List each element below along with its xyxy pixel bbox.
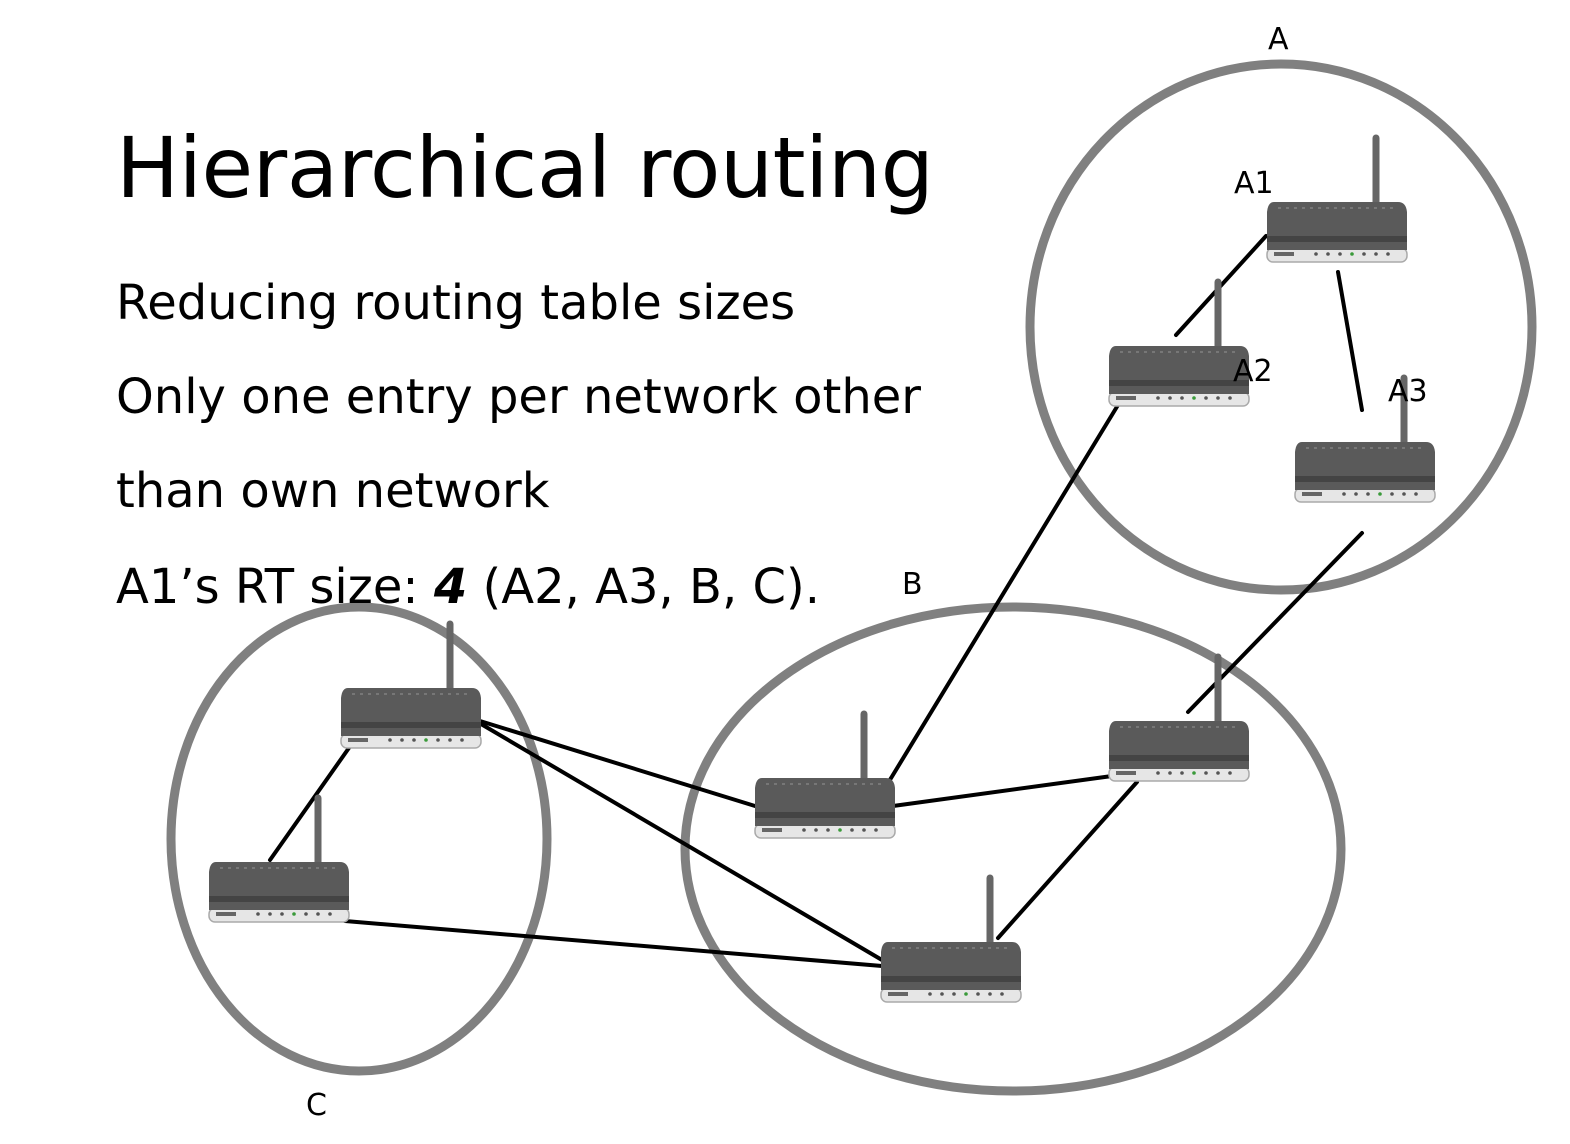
router-a1-label: A1 <box>1234 166 1274 201</box>
bullet-one-entry-per-network: Only one entry per network other <box>116 369 922 425</box>
router-a2 <box>1109 282 1249 406</box>
links <box>268 234 1364 968</box>
link-b1-b2 <box>891 774 1114 808</box>
router-b1 <box>755 714 895 838</box>
link-b2-b3 <box>996 780 1139 940</box>
link-c2-b3 <box>343 919 884 968</box>
network-a-label: A <box>1268 22 1289 57</box>
slide-title: Hierarchical routing <box>116 119 934 217</box>
link-a1-a3 <box>1336 270 1364 412</box>
bullet-a1-rt-size: A1’s RT size: 4 (A2, A3, B, C). <box>116 557 820 617</box>
bullet-own-network: than own network <box>116 463 550 519</box>
link-c1-b3 <box>479 722 884 962</box>
link-a3-b2 <box>1186 531 1364 714</box>
link-c1-b1 <box>478 719 757 808</box>
router-a2-label: A2 <box>1233 354 1273 389</box>
router-b2 <box>1109 657 1249 781</box>
router-c2 <box>209 798 349 922</box>
network-a-outline <box>1025 59 1537 595</box>
network-c-outline <box>166 602 552 1076</box>
router-a3-label: A3 <box>1388 374 1428 409</box>
router-b3 <box>881 878 1021 1002</box>
network-b-label: B <box>902 567 923 602</box>
rt-size-prefix: A1’s RT size: <box>116 559 434 615</box>
link-c1-c2 <box>268 743 353 862</box>
rt-size-count: 4 <box>433 559 468 615</box>
network-b-outline <box>680 602 1346 1096</box>
network-c-label: C <box>306 1088 327 1123</box>
router-a1 <box>1267 138 1407 262</box>
bullet-reducing-table-sizes: Reducing routing table sizes <box>116 275 796 331</box>
link-a2-b1 <box>883 403 1120 790</box>
rt-size-suffix: (A2, A3, B, C). <box>467 559 820 615</box>
